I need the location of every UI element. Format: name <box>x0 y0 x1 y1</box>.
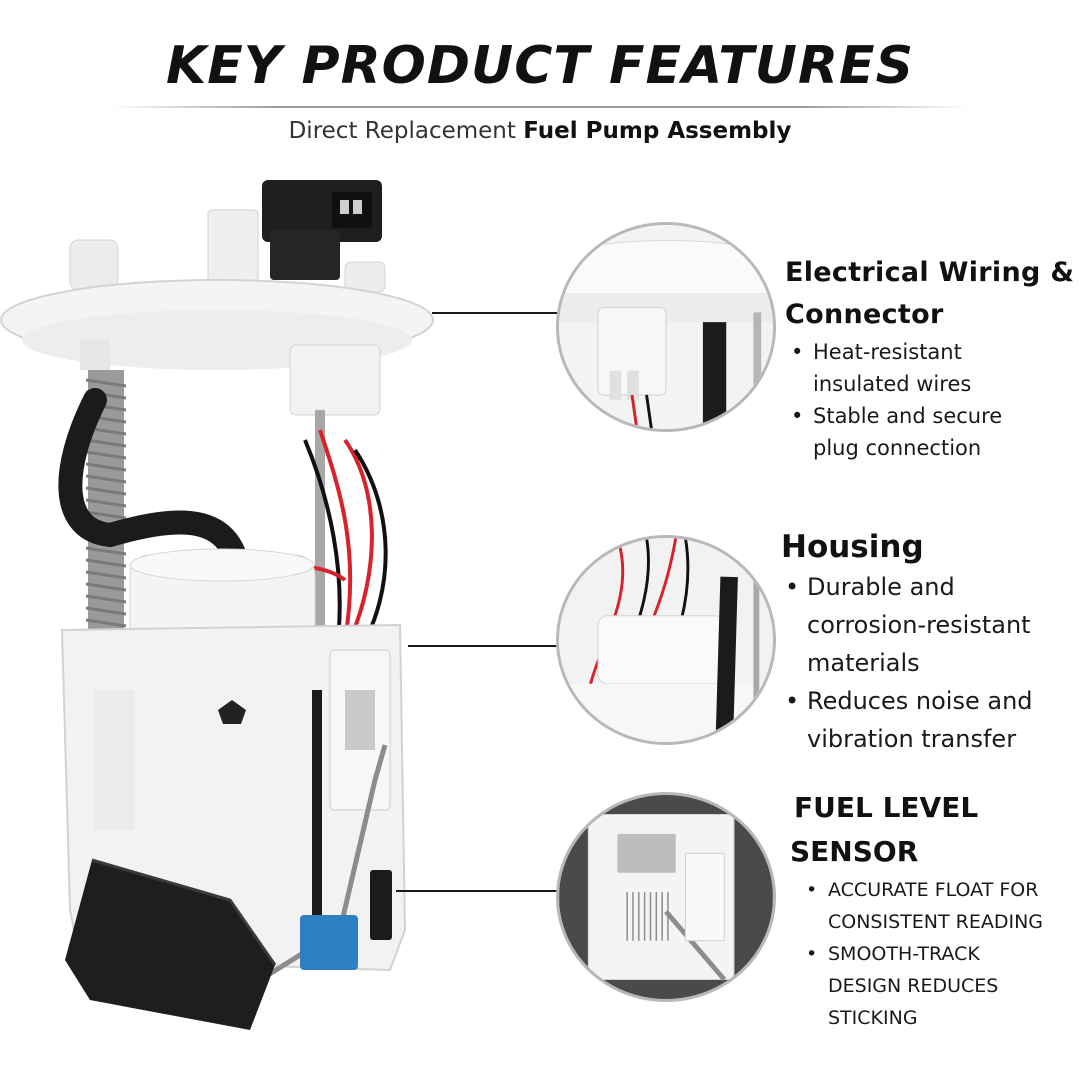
bullet-item: Durable and corrosion-resistant material… <box>781 568 1033 682</box>
detail-circle-housing <box>556 535 776 745</box>
bullet-line: insulated wires <box>813 372 972 396</box>
bullet-line: Durable and <box>807 573 955 601</box>
bullet-line: DESIGN REDUCES <box>828 975 999 997</box>
bullet-item: ACCURATE FLOAT FOR CONSISTENT READING <box>802 874 1043 938</box>
feature-fuel-level-sensor: FUEL LEVEL SENSOR ACCURATE FLOAT FOR CON… <box>790 786 1043 1034</box>
feature-housing: Housing Durable and corrosion-resistant … <box>781 526 1033 758</box>
callout-line-sensor <box>396 890 558 892</box>
bullet-line: Reduces noise and <box>807 687 1033 715</box>
page-title: KEY PRODUCT FEATURES <box>165 36 915 96</box>
detail-circle-wiring <box>556 222 776 432</box>
callout-line-housing <box>408 645 558 647</box>
bullet-line: Stable and secure <box>813 404 1003 428</box>
bullet-item: Heat-resistant insulated wires <box>787 336 1074 400</box>
feature-title-line: FUEL LEVEL <box>794 791 979 824</box>
bullet-line: vibration transfer <box>807 725 1017 753</box>
page-subtitle: Direct Replacement Fuel Pump Assembly <box>0 118 1080 144</box>
detail-circle-sensor <box>556 792 776 1002</box>
feature-sensor-bullets: ACCURATE FLOAT FOR CONSISTENT READING SM… <box>802 874 1043 1034</box>
callout-line-wiring <box>432 312 558 314</box>
bullet-line: SMOOTH-TRACK <box>828 943 980 965</box>
feature-wiring: Electrical Wiring & Connector Heat-resis… <box>785 252 1074 464</box>
feature-wiring-title: Electrical Wiring & Connector <box>785 252 1074 336</box>
subtitle-bold: Fuel Pump Assembly <box>523 118 792 144</box>
bullet-line: STICKING <box>828 1007 918 1029</box>
feature-wiring-bullets: Heat-resistant insulated wires Stable an… <box>787 336 1074 464</box>
bullet-item: SMOOTH-TRACK DESIGN REDUCES STICKING <box>802 938 1043 1034</box>
bullet-line: ACCURATE FLOAT FOR <box>828 879 1039 901</box>
bullet-line: materials <box>807 649 920 677</box>
bullet-line: plug connection <box>813 436 982 460</box>
bullet-item: Reduces noise and vibration transfer <box>781 682 1033 758</box>
feature-title-line: Connector <box>785 299 944 330</box>
bullet-line: CONSISTENT READING <box>828 911 1044 933</box>
feature-sensor-title: FUEL LEVEL SENSOR <box>790 786 1043 874</box>
feature-housing-bullets: Durable and corrosion-resistant material… <box>781 568 1033 758</box>
feature-title-line: SENSOR <box>790 835 919 868</box>
title-divider <box>110 106 970 108</box>
feature-title-line: Housing <box>781 529 924 565</box>
bullet-item: Stable and secure plug connection <box>787 400 1074 464</box>
bullet-line: Heat-resistant <box>813 340 962 364</box>
feature-housing-title: Housing <box>781 526 1033 568</box>
feature-title-line: Electrical Wiring & <box>785 257 1075 288</box>
subtitle-regular: Direct Replacement <box>288 118 516 144</box>
fuel-pump-image <box>0 170 450 1080</box>
bullet-line: corrosion-resistant <box>807 611 1031 639</box>
